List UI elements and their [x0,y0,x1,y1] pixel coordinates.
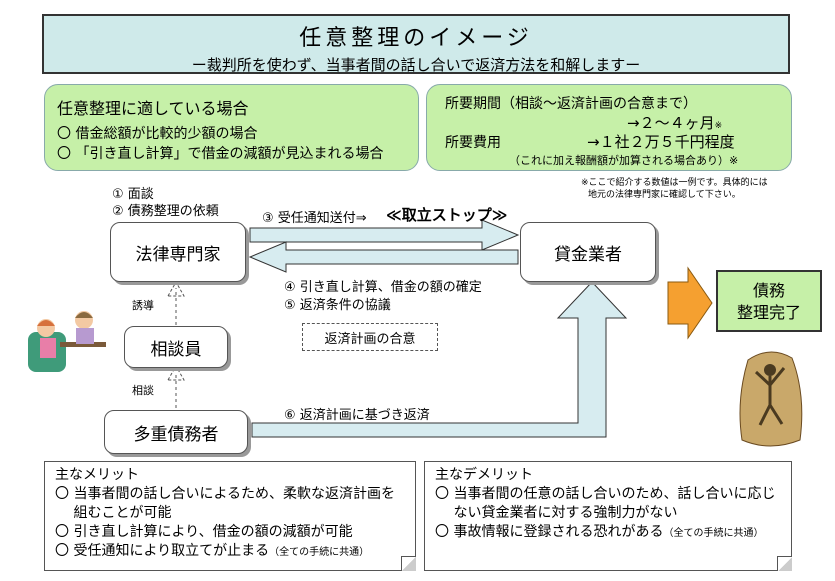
merits-heading: 主なメリット [55,467,139,483]
completion-line-1: 債務 [752,281,785,300]
arrow-negotiation [248,241,519,273]
suitable-cases-box: 任意整理に適している場合 〇 借金総額が比較的少額の場合 〇 「引き直し計算」で… [44,84,419,171]
step-1-label: ① 面談 [112,187,154,202]
period-mark: ※ [714,121,723,131]
lender-node: 貸金業者 [520,222,656,282]
celebration-illustration [739,351,803,447]
demerit-item: 〇 当事者間の任意の話し合いのため、話し合いに応じ [435,486,776,502]
page-fold-icon [777,556,792,571]
consultation-illustration [28,311,106,372]
completion-line-2: 整理完了 [736,303,801,322]
merit-item: 組むことが可能 [55,505,172,521]
page-fold-icon [401,556,416,571]
demerit-common-note: （全ての手続に共通） [663,528,764,539]
step-2-label: ② 債務整理の依頼 [112,204,219,219]
arrow-notice [249,219,520,251]
step-6-label: ⑥ 返済計画に基づき返済 [284,408,430,423]
dashed-arrowhead-consult [167,364,185,381]
stop-label: ≪取立ストップ≫ [386,206,508,224]
dashed-arrowhead-induce [167,280,185,297]
suitable-item: 〇 借金総額が比較的少額の場合 [57,126,258,142]
demerit-item: 〇 事故情報に登録される恐れがある（全ての手続に共通） [435,524,764,540]
disclaimer-line-1: ※ここで紹介する数値は一例です。具体的には [581,178,768,188]
period-cost-box: 所要期間（相談～返済計画の合意まで） →２～４ヶ月※ 所要費用 →１社２万５千円… [426,84,792,171]
merit-common-note: （全ての手続に共通） [269,547,370,558]
completion-box: 債務 整理完了 [716,270,822,332]
arrow-repayment [251,281,628,438]
induce-label: 誘導 [132,299,154,312]
consult-label: 相談 [132,384,154,397]
lawyer-node: 法律専門家 [110,222,246,282]
cost-label: 所要費用 [445,135,501,151]
plan-agreement-box: 返済計画の合意 [302,323,438,351]
suitable-item: 〇 「引き直し計算」で借金の減額が見込まれる場合 [57,146,384,162]
period-value: →２～４ヶ月※ [627,114,723,132]
step-3-label: ③ 受任通知送付⇒ [262,211,367,226]
page-subtitle: ー裁判所を使わず、当事者間の話し合いで返済方法を和解しますー [191,56,641,74]
debtor-node: 多重債務者 [104,410,248,454]
step-5-label: ⑤ 返済条件の協議 [284,298,391,313]
merit-item: 〇 当事者間の話し合いによるため、柔軟な返済計画を [55,486,396,502]
cost-value: →１社２万５千円程度 [587,133,735,151]
merit-item: 〇 受任通知により取立てが止まる（全ての手続に共通） [55,543,370,559]
disclaimer-line-2: 地元の法律専門家に確認して下さい。 [588,190,741,200]
suitable-heading: 任意整理に適している場合 [57,99,249,118]
title-banner: 任意整理のイメージ ー裁判所を使わず、当事者間の話し合いで返済方法を和解しますー [42,14,790,74]
cost-note: （これに加え報酬額が加算される場合あり）※ [509,154,739,167]
step-4-label: ④ 引き直し計算、借金の額の確定 [284,280,482,295]
merits-box: 主なメリット 〇 当事者間の話し合いによるため、柔軟な返済計画を 組むことが可能… [44,461,416,571]
merit-item: 〇 引き直し計算により、借金の額の減額が可能 [55,524,353,540]
period-label: 所要期間（相談～返済計画の合意まで） [445,96,697,112]
counselor-node: 相談員 [124,326,228,368]
orange-completion-arrow [667,266,713,340]
demerits-heading: 主なデメリット [435,467,533,483]
page-title: 任意整理のイメージ [299,26,533,51]
demerits-box: 主なデメリット 〇 当事者間の任意の話し合いのため、話し合いに応じ ない貸金業者… [424,461,792,571]
demerit-item: ない貸金業者に対する強制力がない [435,505,678,521]
